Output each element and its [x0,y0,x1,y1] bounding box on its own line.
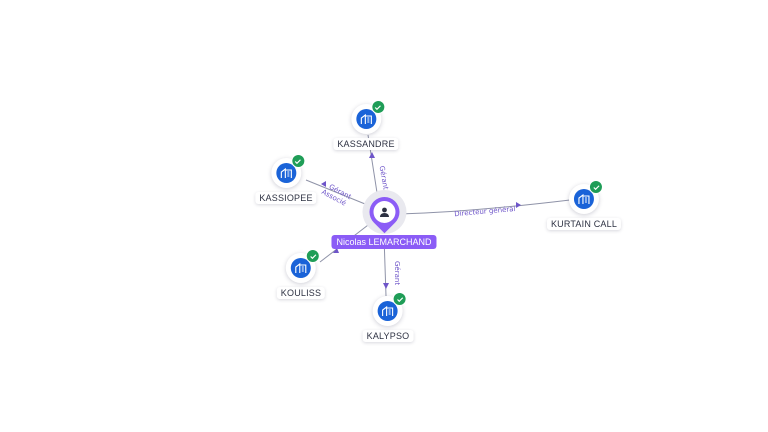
arrow-kouliss [333,248,339,253]
check-icon [392,292,407,306]
edge-kassiopee [305,179,371,207]
person-icon [373,201,395,223]
company-name: KASSIOPEE [255,192,317,204]
building-icon [377,301,398,321]
building-icon [574,189,594,209]
node-kouliss[interactable]: KOULISS [276,249,326,299]
company-badge [372,292,407,326]
node-person[interactable]: Nicolas LEMARCHAND [331,190,437,249]
edge-label-kalypso: Gérant [393,261,401,285]
check-icon [290,154,305,168]
company-badge [569,180,603,214]
edge-label-kurtain: Directeur général [454,205,516,218]
building-icon [290,258,311,278]
company-name: KALYPSO [362,330,414,342]
check-icon [589,180,603,194]
company-name: KURTAIN CALL [546,218,622,230]
building-icon [275,163,296,183]
company-badge [270,154,305,188]
arrow-kalypso [383,283,389,289]
company-badge [285,249,320,283]
person-name: Nicolas LEMARCHAND [331,235,437,249]
check-icon [370,100,385,114]
arrow-kassandre [369,152,375,158]
edge-label-kassandre: Gérant [378,165,390,190]
person-pin [362,190,406,234]
node-kalypso[interactable]: KALYPSO [362,292,414,342]
person-halo [362,190,406,234]
node-kurtain-call[interactable]: KURTAIN CALL [546,180,622,230]
node-kassandre[interactable]: KASSANDRE [333,100,399,150]
node-kassiopee[interactable]: KASSIOPEE [255,154,317,204]
edge-kurtain [399,199,571,215]
company-name: KASSANDRE [333,138,399,150]
building-icon [355,109,376,129]
company-badge [350,100,385,134]
arrow-kurtain [516,202,521,208]
company-name: KOULISS [276,287,326,299]
check-icon [305,249,320,263]
arrow-kassiopee [321,181,326,187]
